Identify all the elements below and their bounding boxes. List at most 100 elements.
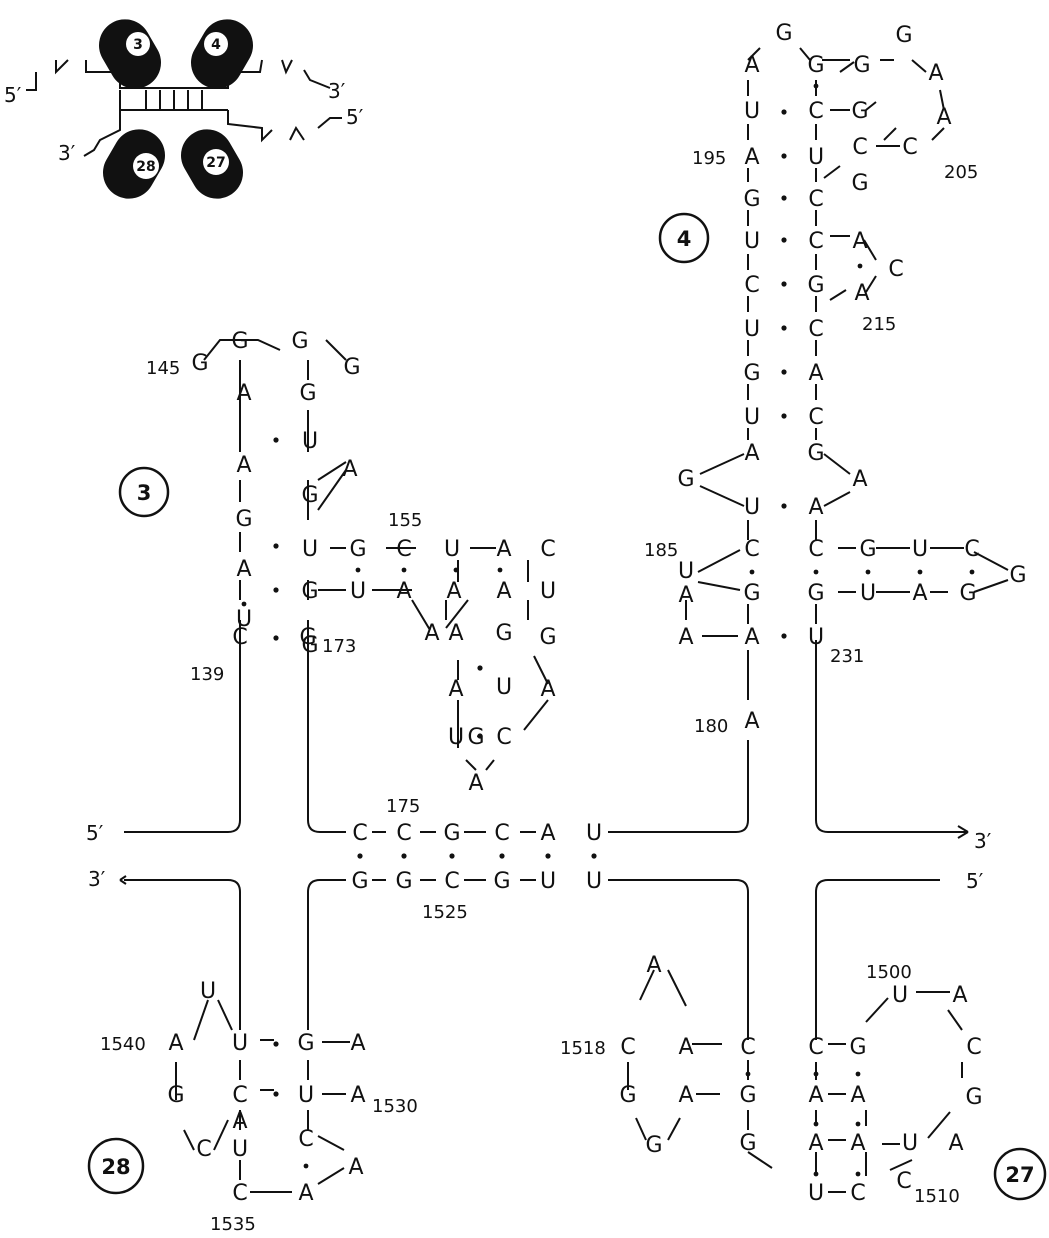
nucleotide: U [448,725,464,750]
nucleotide: A [496,537,511,562]
nucleotide: A [808,1083,823,1108]
nucleotide: A [948,1131,963,1156]
nucleotide: G [349,537,366,562]
inset-domain-label: 3 [133,37,143,53]
nucleotide: A [808,361,823,386]
nucleotide: C [352,821,367,846]
nucleotide: A [646,953,661,978]
nucleotide: G [351,869,368,894]
nucleotide: C [496,725,511,750]
strand-end-5prime: 5′ [966,869,984,893]
inset-end-label: 5′ [4,83,22,107]
nucleotide: G [859,537,876,562]
domain-label-4: 4 [677,227,692,251]
nucleotide: A [236,557,251,582]
nucleotide: A [342,457,357,482]
nucleotide: G [851,99,868,124]
nucleotide: G [619,1083,636,1108]
nucleotide: U [302,537,318,562]
nucleotide: G [739,1131,756,1156]
inset-strand [304,70,330,88]
nucleotide: G [807,581,824,606]
nucleotide: U [808,625,824,650]
inset-base-pairs [146,90,202,110]
nucleotide: G [851,171,868,196]
nucleotide: A [496,579,511,604]
nucleotide: A [744,53,759,78]
nucleotide: U [302,429,318,454]
nucleotide: U [912,537,928,562]
nucleotide: G [343,355,360,380]
domain-label-27: 27 [1005,1163,1034,1187]
nucleotide: G [807,273,824,298]
nucleotide: G [231,329,248,354]
nucleotide: C [808,99,823,124]
nucleotide: U [232,1031,248,1056]
inset-domain-label: 28 [136,159,155,175]
position-label: 180 [694,716,728,737]
nucleotide: C [740,1035,755,1060]
nucleotide: G [301,579,318,604]
nucleotide: A [232,1109,247,1134]
nucleotide: G [493,869,510,894]
nucleotide: C [808,317,823,342]
nucleotide: A [854,281,869,306]
nucleotide: G [895,23,912,48]
nucleotide: C [744,273,759,298]
position-label: 1540 [100,1034,146,1055]
nucleotide: U [540,869,556,894]
nucleotide: G [965,1085,982,1110]
nucleotide: G [395,869,412,894]
nucleotide: G [775,21,792,46]
inset-strand [290,128,304,140]
nucleotide: C [888,257,903,282]
nucleotide: G [167,1083,184,1108]
nucleotide: G [301,483,318,508]
nucleotide: U [496,675,512,700]
nucleotide: C [966,1035,981,1060]
inset-strand [228,110,272,140]
nucleotide: A [350,1083,365,1108]
nucleotide: G [739,1083,756,1108]
nucleotide: G [743,361,760,386]
position-label: 195 [692,148,726,169]
nucleotide: A [852,229,867,254]
nucleotide: G [443,821,460,846]
nucleotide: A [928,61,943,86]
nucleotide: U [808,1181,824,1206]
nucleotide: G [299,381,316,406]
position-label: 175 [386,796,420,817]
nucleotide: U [586,821,602,846]
position-label: 139 [190,664,224,685]
nucleotide: A [678,583,693,608]
nucleotide: U [892,983,908,1008]
inset-domain-label: 27 [206,155,225,171]
nucleotide: A [744,625,759,650]
inset-strand [318,118,342,128]
nucleotide: A [236,453,251,478]
position-label: 1510 [914,1186,960,1207]
nucleotide: C [808,229,823,254]
nucleotide: A [678,1083,693,1108]
nucleotide: U [232,1137,248,1162]
inset-schematic: 3 4 28 27 5′ 3′ 3′ 5′ [4,10,364,208]
nucleotide: G [849,1035,866,1060]
nucleotide: U [678,559,694,584]
nucleotide: G [645,1133,662,1158]
nucleotide: C [852,135,867,160]
inset-strand [56,60,68,72]
nucleotide: U [860,581,876,606]
position-label: 1518 [560,1038,606,1059]
nucleotide: G [297,1031,314,1056]
nucleotide: A [396,579,411,604]
nucleotide: U [444,537,460,562]
nucleotide: A [448,677,463,702]
nucleotide: C [396,537,411,562]
nucleotides: G G G G A G A U G A G A U G C U A C U G … [167,21,1026,1206]
nucleotide: A [850,1083,865,1108]
nucleotide: G [743,581,760,606]
position-label: 1525 [422,902,468,923]
nucleotide: C [232,1181,247,1206]
nucleotide: C [808,537,823,562]
